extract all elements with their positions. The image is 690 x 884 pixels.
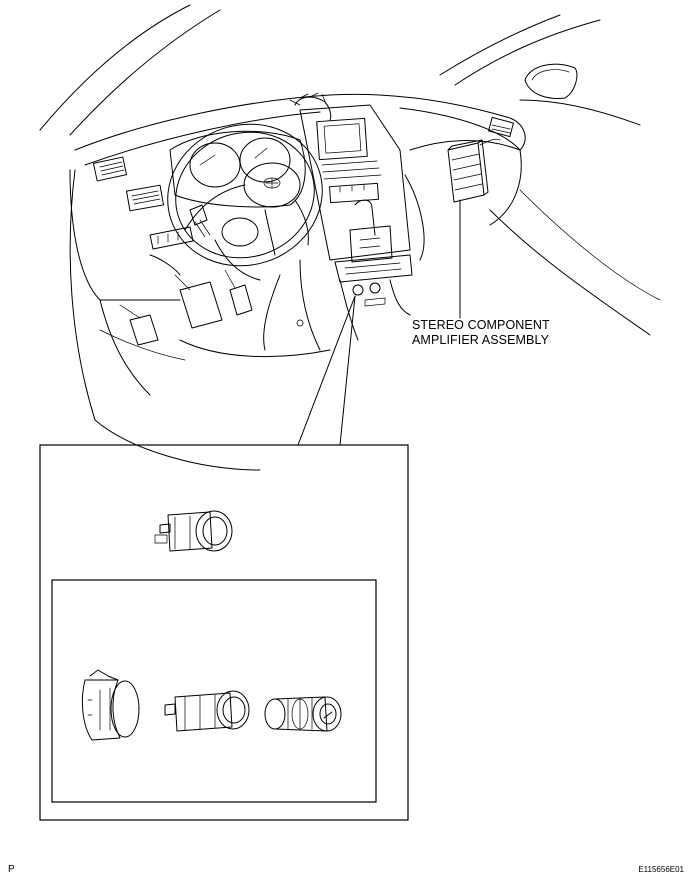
component-callout: STEREO COMPONENT AMPLIFIER ASSEMBLY	[412, 318, 550, 348]
component-label-line2: AMPLIFIER ASSEMBLY	[412, 333, 550, 347]
component-label-line1: STEREO COMPONENT	[412, 318, 550, 332]
outlet-retainer-icon	[81, 669, 140, 741]
power-outlet-icon	[154, 510, 233, 552]
page-letter: P	[8, 864, 15, 875]
outlet-socket-icon	[164, 690, 250, 732]
amplifier-unit-icon	[447, 138, 501, 203]
detail-inner-frame	[51, 579, 377, 803]
detail-leader-left	[297, 295, 356, 446]
outlet-plug-icon	[264, 696, 342, 732]
figure-id: E115656E01	[638, 865, 684, 874]
detail-frame	[39, 444, 409, 821]
detail-leader-right	[339, 295, 356, 446]
dashboard-illustration	[39, 4, 661, 471]
